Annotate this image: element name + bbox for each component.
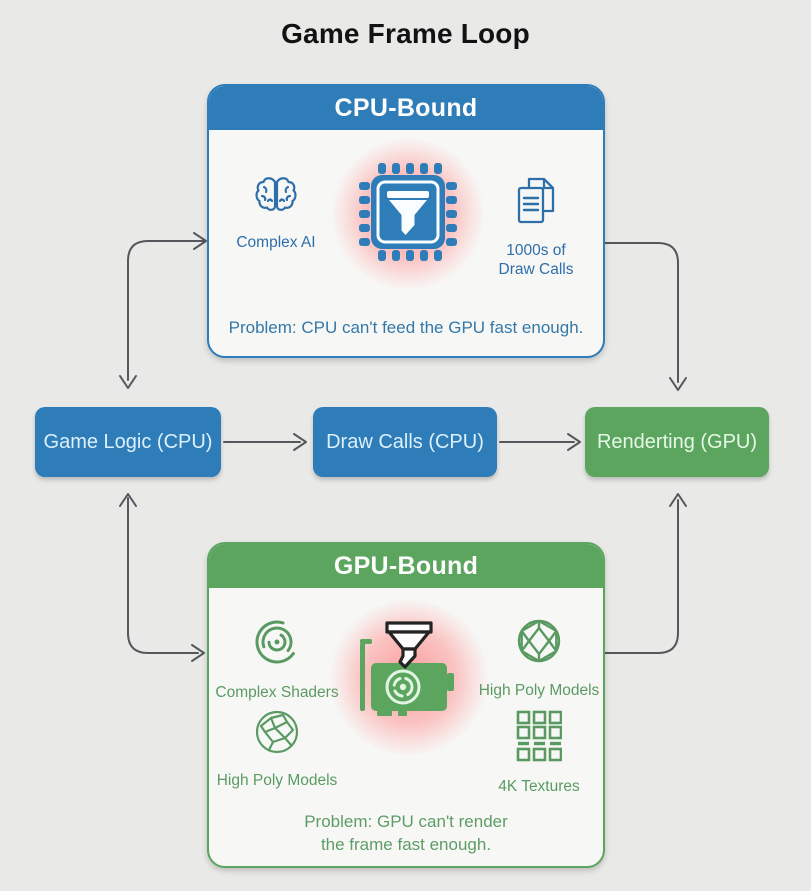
wireframe-sphere-icon (514, 616, 564, 671)
arrowhead-down-icon (119, 375, 137, 389)
textures-label: 4K Textures (498, 778, 580, 795)
rendering-box: Renderting (GPU) (585, 407, 769, 477)
connector-gamelogic-gpubound (127, 497, 199, 654)
draw-calls-label: 1000s of Draw Calls (498, 242, 574, 278)
gpu-problem-text: Problem: GPU can't render the frame fast… (304, 812, 508, 854)
arrowhead-right-icon (193, 232, 207, 250)
texture-grid-icon (516, 710, 563, 767)
arrowhead-up-icon (669, 493, 687, 507)
cpu-bound-panel: CPU-Bound Complex AI (207, 84, 605, 358)
cpu-chip-funnel-icon (358, 162, 458, 267)
complex-ai-item: Complex AI (221, 172, 331, 252)
arrowhead-up-icon (119, 493, 137, 507)
page-title: Game Frame Loop (281, 18, 530, 49)
arrowhead-right-icon (191, 644, 205, 662)
complex-shaders-item: Complex Shaders (215, 616, 339, 702)
game-logic-box: Game Logic (CPU) (35, 407, 221, 477)
gpu-bound-panel: GPU-Bound Complex Shaders (207, 542, 605, 868)
complex-ai-label: Complex AI (236, 234, 316, 251)
arrowhead-down-icon (669, 377, 687, 391)
cpu-bound-header: CPU-Bound (209, 86, 603, 130)
high-poly-models-bottom-label: High Poly Models (216, 772, 338, 789)
cpu-bottleneck-glow (332, 138, 484, 290)
gpu-bottleneck-glow (329, 600, 489, 755)
poly-sphere-icon (253, 708, 301, 761)
high-poly-models-top-item: High Poly Models (477, 616, 601, 700)
brain-icon (252, 172, 300, 223)
connector-gamelogic-cpubound (127, 240, 206, 381)
gpu-bound-header: GPU-Bound (209, 544, 603, 588)
cpu-problem-text: Problem: CPU can't feed the GPU fast eno… (228, 318, 584, 337)
documents-icon (512, 176, 560, 231)
complex-shaders-label: Complex Shaders (215, 684, 339, 701)
arrowhead-right-icon (293, 433, 307, 451)
draw-calls-box: Draw Calls (CPU) (313, 407, 497, 477)
high-poly-models-top-label: High Poly Models (478, 682, 600, 699)
shader-swirl-icon (251, 616, 303, 673)
arrowhead-right-icon (567, 433, 581, 451)
gpu-card-funnel-icon (353, 619, 465, 736)
connector-gpubound-render (603, 499, 679, 654)
high-poly-models-bottom-item: High Poly Models (215, 708, 339, 790)
draw-calls-item: 1000s of Draw Calls (477, 176, 595, 279)
textures-item: 4K Textures (477, 710, 601, 796)
connector-cpubound-render (603, 242, 679, 383)
